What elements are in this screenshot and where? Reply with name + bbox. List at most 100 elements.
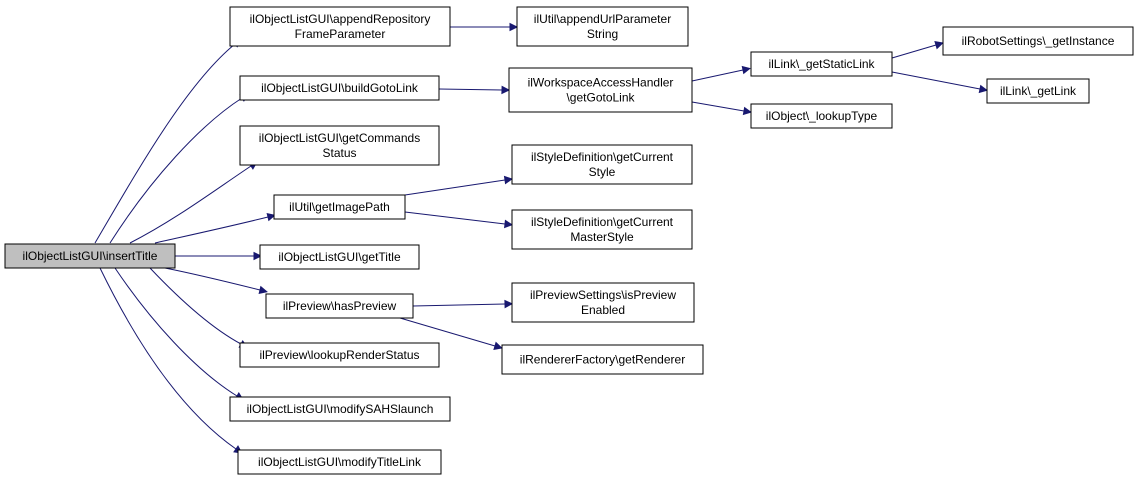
node-get_image_path[interactable]: ilUtil\getImagePath: [273, 194, 406, 220]
edge-line: [149, 267, 242, 345]
node-has_preview[interactable]: ilPreview\hasPreview: [265, 293, 414, 319]
node-box: [511, 144, 693, 185]
edge-get_static_link-to-get_link: [891, 71, 989, 94]
node-box: [239, 75, 440, 101]
node-label-line: ilRendererFactory\getRenderer: [520, 353, 685, 367]
node-box: [273, 194, 406, 220]
edge-insert_title-to-modify_title_link: [99, 267, 243, 454]
edge-line: [129, 165, 252, 244]
node-get_title[interactable]: ilObjectListGUI\getTitle: [259, 244, 420, 270]
edge-arrowhead: [978, 84, 989, 94]
node-label-line: ilPreview\lookupRenderStatus: [259, 348, 419, 362]
node-label-line: ilRobotSettings\_getInstance: [962, 34, 1115, 48]
node-box: [239, 342, 440, 368]
node-box: [4, 243, 176, 269]
edge-line: [94, 43, 236, 244]
edge-line: [438, 88, 503, 91]
edge-insert_title-to-has_preview: [164, 267, 268, 295]
node-label-line: ilObjectListGUI\getTitle: [278, 250, 401, 264]
edge-arrowhead: [934, 40, 944, 50]
edge-insert_title-to-get_image_path: [154, 212, 276, 244]
node-label-line: FrameParameter: [295, 27, 386, 41]
node-modify_sahs_launch[interactable]: ilObjectListGUI\modifySAHSlaunch: [229, 396, 451, 422]
node-box: [237, 449, 442, 475]
node-ws_get_goto_link[interactable]: ilWorkspaceAccessHandler\getGotoLink: [508, 67, 693, 113]
node-label-line: ilObjectListGUI\insertTitle: [23, 249, 158, 263]
edge-line: [99, 267, 237, 450]
node-label-line: \getGotoLink: [566, 91, 635, 105]
edge-insert_title-to-build_goto_link: [109, 93, 249, 244]
edge-line: [114, 267, 238, 397]
edge-insert_title-to-lookup_render_status: [149, 267, 249, 348]
node-label-line: ilWorkspaceAccessHandler: [528, 76, 674, 90]
node-box: [265, 293, 414, 319]
edge-arrowhead: [493, 341, 503, 351]
node-get_renderer[interactable]: ilRendererFactory\getRenderer: [501, 344, 704, 375]
node-box: [942, 26, 1134, 56]
node-label-line: ilLink\_getStaticLink: [768, 57, 875, 71]
node-box: [229, 6, 451, 47]
node-label-line: Status: [322, 146, 356, 160]
node-box: [750, 51, 893, 77]
edge-arrowhead: [504, 219, 514, 229]
edge-arrowhead: [504, 299, 514, 309]
node-label-line: ilObjectListGUI\getCommands: [259, 131, 420, 145]
edge-insert_title-to-get_title: [175, 251, 263, 261]
node-get_static_link[interactable]: ilLink\_getStaticLink: [750, 51, 893, 77]
node-label-line: ilLink\_getLink: [1000, 84, 1077, 98]
edges-layer: [94, 22, 989, 454]
node-box: [511, 282, 695, 323]
node-build_goto_link[interactable]: ilObjectListGUI\buildGotoLink: [239, 75, 440, 101]
node-modify_title_link[interactable]: ilObjectListGUI\modifyTitleLink: [237, 449, 442, 475]
edge-arrowhead: [741, 65, 751, 75]
node-insert_title[interactable]: ilObjectListGUI\insertTitle: [4, 243, 176, 269]
node-box: [986, 78, 1090, 104]
node-label-line: ilPreview\hasPreview: [283, 299, 397, 313]
edge-line: [691, 101, 745, 112]
node-append_repo_frame[interactable]: ilObjectListGUI\appendRepositoryFramePar…: [229, 6, 451, 47]
node-box: [259, 244, 420, 270]
node-box: [501, 344, 704, 375]
edge-build_goto_link-to-ws_get_goto_link: [438, 85, 511, 95]
node-label-line: ilObjectListGUI\appendRepository: [250, 12, 431, 26]
node-label-line: MasterStyle: [570, 230, 634, 244]
edge-line: [891, 71, 981, 90]
node-label-line: ilUtil\appendUrlParameter: [534, 12, 671, 26]
edge-line: [404, 179, 506, 196]
node-box: [239, 125, 440, 166]
nodes-layer: ilObjectListGUI\insertTitle ilObjectListG…: [4, 6, 1134, 475]
edge-ws_get_goto_link-to-get_static_link: [691, 65, 751, 82]
node-lookup_type[interactable]: ilObject\_lookupType: [750, 103, 893, 129]
edge-line: [691, 69, 744, 82]
node-label-line: ilObject\_lookupType: [766, 109, 878, 123]
edge-insert_title-to-get_commands_status: [129, 161, 258, 244]
edge-arrowhead: [258, 285, 268, 295]
edge-line: [891, 44, 937, 59]
node-get_link[interactable]: ilLink\_getLink: [986, 78, 1090, 104]
node-lookup_render_status[interactable]: ilPreview\lookupRenderStatus: [239, 342, 440, 368]
node-label-line: ilStyleDefinition\getCurrent: [531, 215, 674, 229]
edge-append_repo_frame-to-append_url_param: [450, 22, 519, 32]
node-box: [511, 209, 693, 250]
edge-line: [154, 216, 269, 244]
edge-has_preview-to-is_preview_enabled: [412, 299, 514, 309]
edge-get_image_path-to-get_current_style: [404, 175, 513, 196]
edge-line: [109, 97, 243, 244]
node-robot_get_instance[interactable]: ilRobotSettings\_getInstance: [942, 26, 1134, 56]
edge-has_preview-to-get_renderer: [399, 317, 503, 351]
node-box: [508, 67, 693, 113]
node-label-line: ilObjectListGUI\modifySAHSlaunch: [247, 402, 434, 416]
edge-line: [412, 303, 506, 307]
node-label-line: ilUtil\getImagePath: [289, 200, 390, 214]
node-box: [229, 396, 451, 422]
node-label-line: ilObjectListGUI\buildGotoLink: [261, 81, 419, 95]
node-box: [516, 6, 689, 47]
edge-arrowhead: [742, 106, 753, 116]
node-box: [750, 103, 893, 129]
